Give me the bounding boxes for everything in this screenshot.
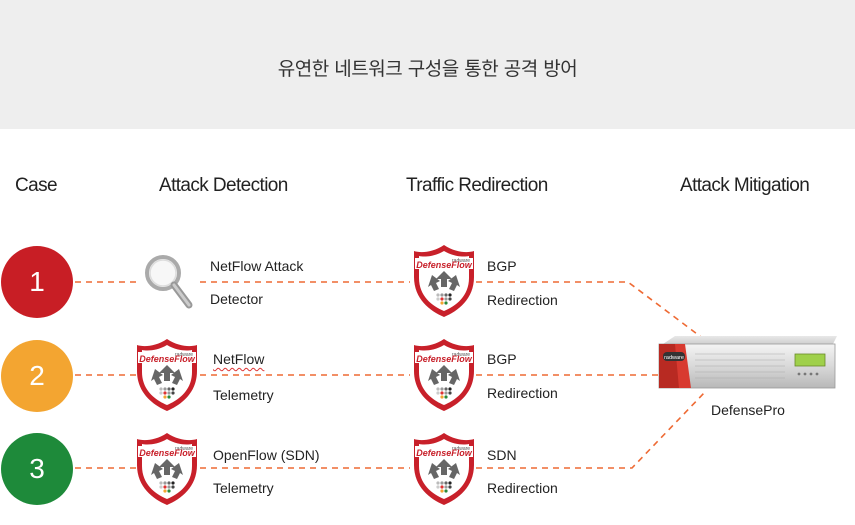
logo-vendor: radware [175,352,193,358]
logo-product: DefenseFlow [416,448,473,458]
case-2-detection-line2: Telemetry [213,387,274,403]
case-2-redirection-line2: Redirection [487,385,558,401]
case-1-redirection-line1: BGP [487,258,517,274]
case-1-redirection-line2: Redirection [487,292,558,308]
column-header-mitigation: Attack Mitigation [680,175,810,196]
case-3-detection-line1: OpenFlow (SDN) [213,447,320,463]
defenseflow-shield-icon: radware DefenseFlow [412,431,476,507]
column-header-case: Case [15,175,58,196]
case-2-redirection-line1: BGP [487,351,517,367]
header-banner: 유연한 네트워크 구성을 통한 공격 방어 [0,0,855,129]
case-1-detection-line1: NetFlow Attack [210,258,304,274]
logo-vendor: radware [452,258,470,264]
defenseflow-shield-icon: radware DefenseFlow [412,337,476,413]
logo-product: DefenseFlow [139,354,196,364]
logo-vendor: radware [175,446,193,452]
defensepro-appliance-icon: radware [658,336,837,389]
case-3-detection-line2: Telemetry [213,480,274,496]
column-header-redirection: Traffic Redirection [406,175,548,196]
defenseflow-shield-icon: radware DefenseFlow [135,337,199,413]
case-2-circle: 2 [1,340,73,412]
logo-product: DefenseFlow [139,448,196,458]
case-3-redirection-line2: Redirection [487,480,558,496]
case-1-circle: 1 [1,246,73,318]
logo-vendor: radware [452,352,470,358]
logo-product: DefenseFlow [416,354,473,364]
defenseflow-shield-icon: radware DefenseFlow [412,243,476,319]
case-2-detection-line1: NetFlow [213,351,265,367]
logo-vendor: radware [452,446,470,452]
column-header-detection: Attack Detection [159,175,288,196]
magnifier-icon [145,255,193,309]
mitigation-device-label: DefensePro [711,402,785,418]
row1-line-c [476,281,706,341]
appliance-badge: radware [664,355,684,361]
case-3-redirection-line1: SDN [487,447,517,463]
row3-line-c [476,391,706,469]
defenseflow-shield-icon: radware DefenseFlow [135,431,199,507]
banner-title: 유연한 네트워크 구성을 통한 공격 방어 [277,58,578,80]
logo-product: DefenseFlow [416,260,473,270]
case-1-detection-line2: Detector [210,291,263,307]
case-3-circle: 3 [1,433,73,505]
